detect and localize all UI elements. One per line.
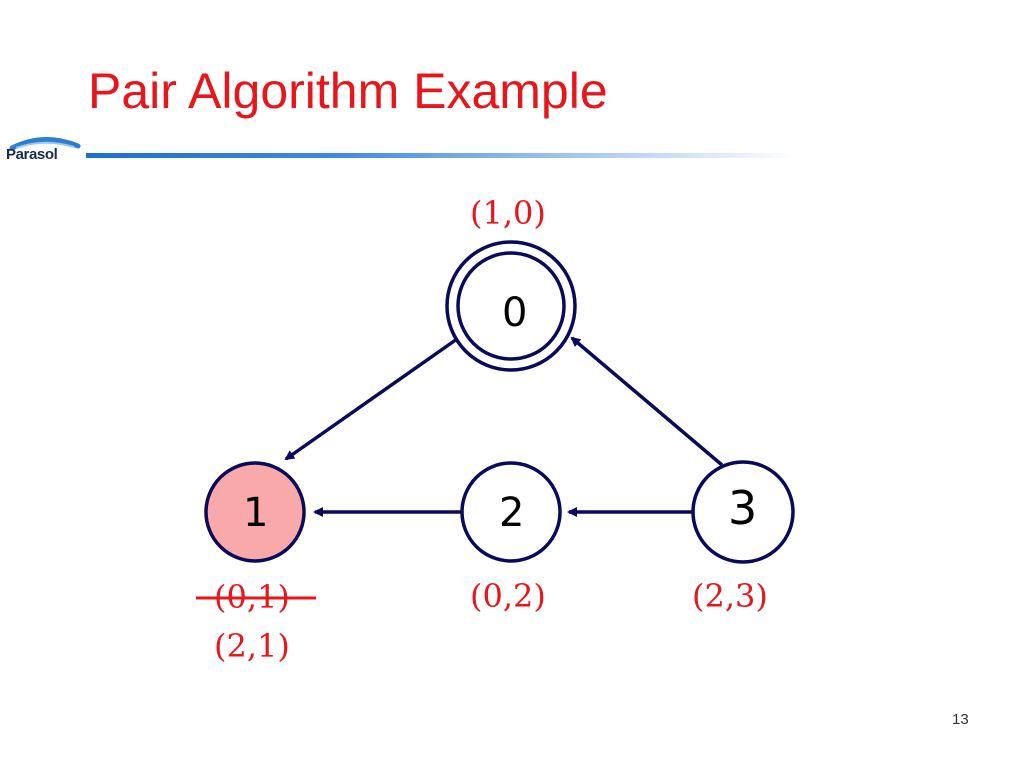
title-underline	[86, 153, 796, 158]
edge-0-to-1	[284, 337, 459, 461]
node-0-label: 0	[502, 290, 527, 336]
node-3-label: 3	[728, 481, 757, 535]
node-0: 0	[445, 240, 577, 372]
logo-text: Parasol	[6, 146, 58, 163]
parasol-logo-icon	[9, 136, 81, 151]
node-2-pair: (0,2)	[470, 577, 546, 615]
slide-title: Pair Algorithm Example	[88, 63, 608, 119]
node-0-pair: (1,0)	[470, 194, 546, 232]
node-2: 2	[460, 461, 562, 563]
node-3-pair: (2,3)	[692, 577, 768, 615]
node-1-pair: (2,1)	[214, 627, 290, 665]
node-1: 1	[204, 461, 306, 563]
node-2-label: 2	[499, 490, 524, 536]
slide-number: 13	[952, 711, 969, 728]
node-1-label: 1	[243, 490, 268, 536]
node-3: 3	[691, 460, 795, 564]
edge-3-to-0	[570, 336, 724, 467]
